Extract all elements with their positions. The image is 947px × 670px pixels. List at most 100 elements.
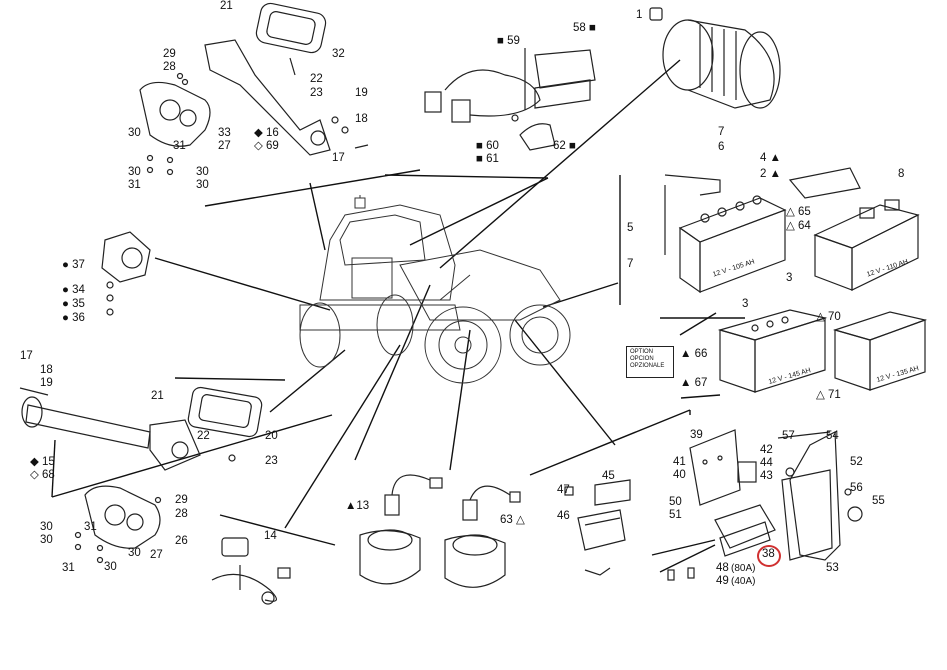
part-label-29: 29 [163, 48, 176, 60]
part-label-7: 7 [627, 258, 634, 270]
battery-top-right [788, 167, 920, 291]
sensor-assemblies [359, 474, 521, 588]
part-label-29: 29 [175, 494, 188, 506]
part-label-21: 21 [220, 0, 233, 12]
relay-bracket-group [667, 429, 863, 581]
part-label-27: 27 [218, 140, 231, 152]
part-label-51: 51 [669, 509, 682, 521]
part-label-64: △ 64 [786, 220, 811, 232]
part-label-69: ◇ 69 [254, 140, 279, 152]
part-label-30: 30 [104, 561, 117, 573]
part-label-40: 40 [673, 469, 686, 481]
part-label-30: 30 [128, 547, 141, 559]
part-label-45: 45 [602, 470, 615, 482]
part-label-16: ◆ 16 [254, 127, 279, 139]
part-label-30: 30 [128, 127, 141, 139]
leader-lines [51, 59, 745, 573]
air-filter [649, 7, 781, 109]
part-label-1: 1 [636, 9, 643, 21]
part-label-30: 30 [196, 166, 209, 178]
lamp-arm-assembly [19, 386, 263, 471]
part-label-52: 52 [850, 456, 863, 468]
part-label-68: ◇ 68 [30, 469, 55, 481]
part-label-28: 28 [175, 508, 188, 520]
part-label-58: 58 ■ [573, 22, 596, 34]
part-label-63: 63 △ [500, 514, 525, 526]
part-label-5: 5 [627, 222, 634, 234]
part-label-30: 30 [128, 166, 141, 178]
part-label-27: 27 [150, 549, 163, 561]
part-label-7: 7 [718, 126, 725, 138]
part-label-23: 23 [310, 87, 323, 99]
battery-top-left [664, 174, 787, 294]
horn [101, 231, 151, 316]
part-label-2: 2 ▲ [760, 168, 781, 180]
part-label-55: 55 [872, 495, 885, 507]
part-label-21: 21 [151, 390, 164, 402]
part-label-61: ■ 61 [476, 153, 499, 165]
part-label-13: ▲13 [345, 500, 370, 512]
part-label-35: ● 35 [62, 298, 85, 310]
part-label-28: 28 [163, 61, 176, 73]
part-label-17: 17 [20, 350, 33, 362]
part-label-31: 31 [62, 562, 75, 574]
part-label-39: 39 [690, 429, 703, 441]
part-label-65: △ 65 [786, 206, 811, 218]
part-label-23: 23 [265, 455, 278, 467]
part-label-34: ● 34 [62, 284, 85, 296]
part-label-3: 3 [786, 272, 793, 284]
option-line-3: OPZIONALE [630, 363, 665, 369]
part-label-47: 47 [557, 484, 570, 496]
part-label-48: 48 [716, 562, 729, 574]
part-label-3: 3 [742, 298, 749, 310]
part-label-62: 62 ■ [553, 140, 576, 152]
amperage-40a: (40A) [731, 576, 756, 587]
part-label-15: ◆ 15 [30, 456, 55, 468]
option-legend-box: OPTION OPCION OPZIONALE [626, 346, 674, 378]
part-label-41: 41 [673, 456, 686, 468]
part-label-50: 50 [669, 496, 682, 508]
part-label-31: 31 [128, 179, 141, 191]
fuse-box-group [564, 479, 631, 576]
part-label-26: 26 [175, 535, 188, 547]
highlight-callout-38 [757, 545, 781, 567]
part-label-67: ▲ 67 [680, 377, 708, 389]
part-label-22: 22 [310, 73, 323, 85]
option-line-2: OPCION [630, 356, 654, 362]
part-label-22: 22 [197, 430, 210, 442]
part-label-43: 43 [760, 470, 773, 482]
part-label-6: 6 [718, 141, 725, 153]
part-label-32: 32 [332, 48, 345, 60]
part-label-44: 44 [760, 457, 773, 469]
part-label-18: 18 [355, 113, 368, 125]
part-label-30: 30 [40, 534, 53, 546]
part-label-59: ■ 59 [497, 35, 520, 47]
part-label-33: 33 [218, 127, 231, 139]
telehandler [299, 195, 571, 384]
part-label-53: 53 [826, 562, 839, 574]
part-label-30: 30 [196, 179, 209, 191]
part-label-56: 56 [850, 482, 863, 494]
switch-assembly [211, 537, 291, 605]
part-label-4: 4 ▲ [760, 152, 781, 164]
part-label-17: 17 [332, 152, 345, 164]
part-label-46: 46 [557, 510, 570, 522]
part-label-66: ▲ 66 [680, 348, 708, 360]
option-line-1: OPTION [630, 349, 654, 355]
part-label-18: 18 [40, 364, 53, 376]
amperage-80a: (80A) [731, 563, 756, 574]
part-label-70: △ 70 [816, 311, 841, 323]
battery-bottom-left [717, 309, 828, 393]
part-label-14: 14 [264, 530, 277, 542]
part-label-31: 31 [173, 140, 186, 152]
part-label-31: 31 [84, 521, 97, 533]
part-label-20: 20 [265, 430, 278, 442]
part-label-19: 19 [355, 87, 368, 99]
part-label-71: △ 71 [816, 389, 841, 401]
rear-lamp-group-bottom [74, 485, 162, 564]
part-label-54: 54 [826, 430, 839, 442]
part-label-36: ● 36 [62, 312, 85, 324]
part-label-38: 38 [762, 548, 775, 560]
